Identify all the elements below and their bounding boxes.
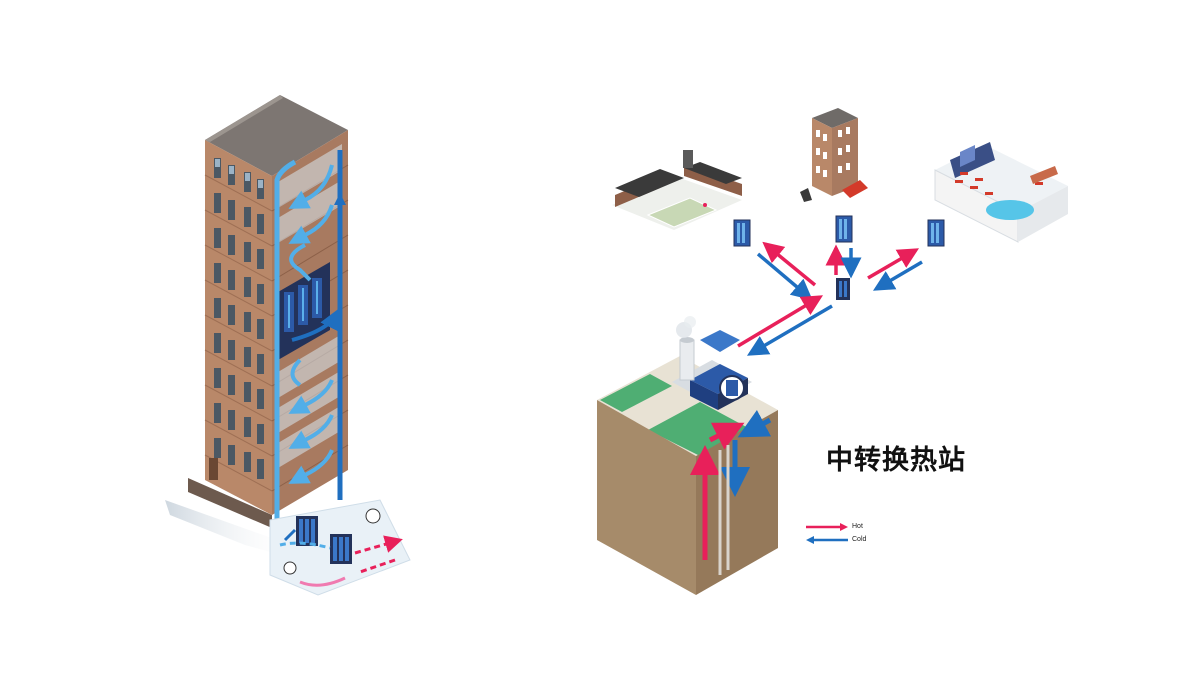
pump-icon: [365, 508, 381, 524]
page-title: 中转换热站: [826, 445, 966, 476]
legend-label-cold: Cold: [852, 536, 867, 543]
apartment-tower-icon: [800, 108, 868, 202]
basement-plant-room: [269, 499, 411, 596]
heat-exchanger-icon: [330, 534, 352, 564]
cold-arrow-icon: [806, 535, 848, 544]
ground-shadow: [165, 500, 300, 560]
distribution-flows: [737, 241, 923, 356]
roof: [205, 95, 348, 176]
power-plant-icon: [672, 316, 752, 410]
hot-arrow-icon: [806, 522, 848, 531]
windows-left: [214, 158, 264, 479]
plinth: [188, 478, 272, 528]
building-water-loop: [274, 150, 346, 535]
hub-heat-exchanger-icon: [836, 278, 850, 300]
heat-exchanger-icon: [733, 219, 751, 247]
legend: Hot Cold: [806, 520, 896, 546]
heat-exchanger-icon: [296, 516, 318, 546]
heat-exchanger-icon: [835, 215, 853, 243]
ground-block: [597, 356, 778, 595]
tall-building: [165, 95, 411, 596]
legend-label-hot: Hot: [852, 523, 863, 530]
legend-item-cold: Cold: [806, 533, 896, 546]
school-icon: [612, 150, 742, 230]
legend-item-hot: Hot: [806, 520, 896, 533]
pump-icon: [283, 561, 297, 575]
heat-exchanger-icon: [927, 219, 945, 247]
mid-building-heat-exchangers: [278, 262, 330, 360]
pool: [986, 200, 1034, 220]
hotel-pool-icon: [934, 142, 1068, 243]
building-left-face: [205, 140, 272, 515]
front-door: [209, 458, 218, 480]
